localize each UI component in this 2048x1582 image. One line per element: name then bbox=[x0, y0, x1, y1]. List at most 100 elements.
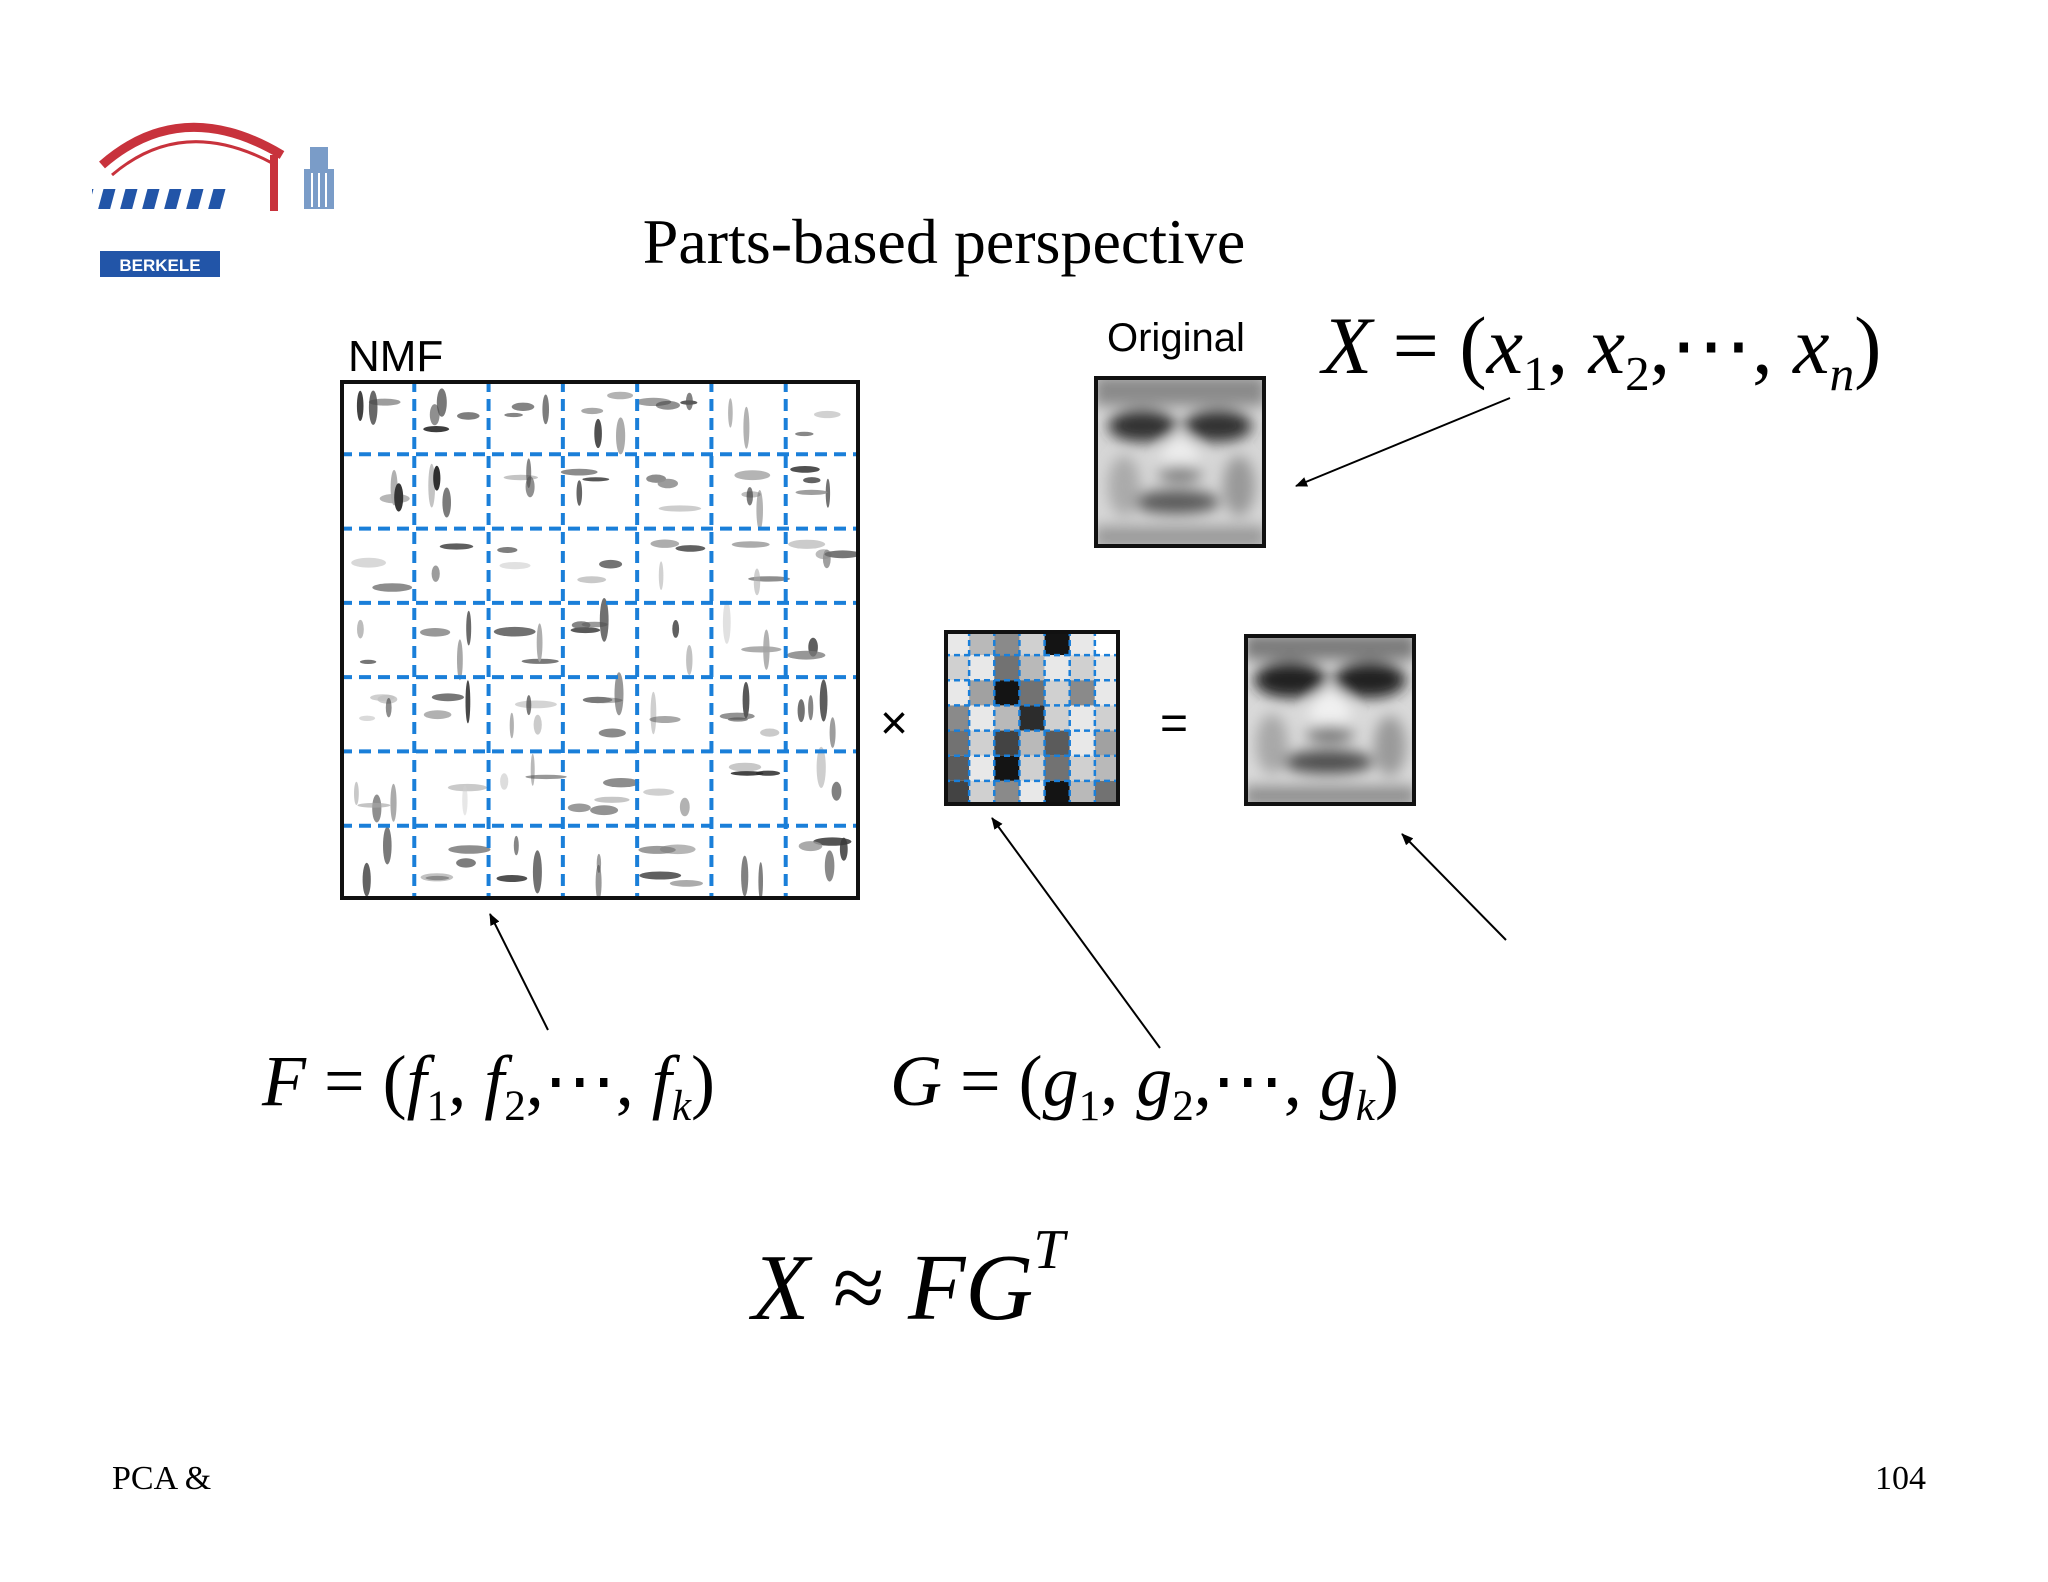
basis-stroke bbox=[825, 478, 831, 508]
slide-title-text: Parts-based perspective bbox=[642, 206, 1246, 277]
coeff-cell bbox=[969, 780, 995, 806]
basis-stroke bbox=[423, 426, 450, 433]
basis-stroke bbox=[758, 862, 763, 900]
basis-stroke bbox=[560, 468, 598, 476]
basis-stroke bbox=[824, 550, 860, 559]
basis-stroke bbox=[466, 610, 472, 646]
basis-stroke bbox=[657, 478, 678, 489]
basis-stroke bbox=[595, 864, 602, 900]
basis-stroke bbox=[790, 466, 820, 473]
basis-stroke bbox=[728, 398, 733, 428]
basis-stroke bbox=[383, 826, 392, 865]
basis-stroke bbox=[743, 406, 750, 449]
basis-stroke bbox=[436, 388, 447, 417]
basis-stroke bbox=[650, 691, 657, 735]
coeff-cell bbox=[1019, 705, 1045, 731]
basis-stroke bbox=[357, 802, 391, 808]
basis-stroke bbox=[741, 855, 749, 897]
basis-stroke bbox=[368, 390, 378, 425]
basis-stroke bbox=[643, 788, 675, 796]
basis-stroke bbox=[497, 547, 518, 553]
basis-stroke bbox=[499, 562, 531, 570]
basis-stroke bbox=[839, 837, 848, 861]
nmf-label: NMF bbox=[348, 332, 444, 381]
nmf-basis-grid bbox=[340, 380, 860, 900]
basis-stroke bbox=[824, 850, 835, 882]
basis-stroke bbox=[359, 715, 376, 721]
coeff-cell bbox=[969, 730, 995, 756]
basis-stroke bbox=[596, 853, 602, 873]
basis-stroke bbox=[722, 600, 731, 644]
basis-stroke bbox=[675, 545, 706, 552]
basis-stroke bbox=[672, 620, 680, 638]
basis-stroke bbox=[431, 693, 464, 702]
coeff-cell bbox=[969, 655, 995, 681]
basis-stroke bbox=[533, 714, 542, 735]
coeff-cell bbox=[969, 680, 995, 706]
basis-stroke bbox=[456, 858, 476, 868]
coeff-cell bbox=[969, 755, 995, 781]
basis-stroke bbox=[808, 695, 814, 721]
basis-stroke bbox=[829, 717, 836, 748]
basis-stroke bbox=[448, 845, 491, 854]
basis-stroke bbox=[442, 487, 451, 518]
basis-stroke bbox=[730, 771, 764, 776]
basis-stroke bbox=[649, 716, 681, 723]
coeff-cell bbox=[1069, 630, 1095, 656]
coeff-cell bbox=[994, 755, 1020, 781]
coeff-cell bbox=[994, 630, 1020, 656]
basis-stroke bbox=[425, 875, 450, 881]
basis-stroke bbox=[803, 477, 821, 484]
coeff-cell bbox=[1019, 755, 1045, 781]
coeff-cell bbox=[1019, 730, 1045, 756]
basis-stroke bbox=[795, 489, 828, 495]
coeff-cell bbox=[944, 780, 970, 806]
basis-stroke bbox=[582, 477, 610, 482]
basis-stroke bbox=[525, 774, 567, 780]
coeff-cell bbox=[969, 705, 995, 731]
coeff-cell bbox=[994, 655, 1020, 681]
basis-stroke bbox=[423, 710, 452, 720]
coeff-cell bbox=[1044, 755, 1070, 781]
coeff-cell bbox=[994, 780, 1020, 806]
original-label: Original bbox=[1107, 316, 1245, 360]
coefficient-matrix bbox=[944, 630, 1120, 806]
coeff-cell bbox=[1094, 730, 1120, 756]
basis-stroke bbox=[760, 728, 780, 737]
coeff-cell bbox=[1069, 780, 1095, 806]
basis-stroke bbox=[465, 680, 471, 724]
times-operator: × bbox=[880, 697, 909, 750]
basis-stroke bbox=[731, 541, 770, 548]
basis-stroke bbox=[594, 418, 602, 449]
basis-stroke bbox=[390, 783, 397, 822]
basis-stroke bbox=[368, 398, 401, 406]
coeff-cell bbox=[1069, 730, 1095, 756]
page-number: 104 bbox=[1875, 1460, 1926, 1497]
basis-stroke bbox=[590, 805, 619, 816]
coeff-cell bbox=[1019, 780, 1045, 806]
basis-stroke bbox=[795, 431, 814, 437]
coeff-cell bbox=[1044, 705, 1070, 731]
basis-stroke bbox=[685, 392, 693, 411]
coeff-cell bbox=[1094, 680, 1120, 706]
basis-stroke bbox=[372, 794, 382, 823]
basis-stroke bbox=[513, 835, 519, 856]
basis-stroke bbox=[819, 679, 828, 722]
basis-stroke bbox=[669, 880, 703, 887]
basis-stroke bbox=[815, 549, 832, 560]
basis-stroke bbox=[429, 404, 440, 426]
basis-stroke bbox=[763, 629, 770, 670]
basis-stroke bbox=[576, 480, 583, 506]
coeff-cell bbox=[1094, 655, 1120, 681]
basis-stroke bbox=[567, 803, 591, 813]
basis-stroke bbox=[359, 659, 377, 664]
basis-stroke bbox=[354, 781, 359, 805]
basis-stroke bbox=[603, 778, 640, 788]
coeff-cell bbox=[944, 655, 970, 681]
basis-stroke bbox=[447, 783, 487, 792]
coeff-cell bbox=[944, 705, 970, 731]
basis-stroke bbox=[571, 621, 591, 629]
basis-stroke bbox=[542, 394, 549, 425]
coeff-cell bbox=[994, 680, 1020, 706]
basis-stroke bbox=[439, 543, 474, 550]
